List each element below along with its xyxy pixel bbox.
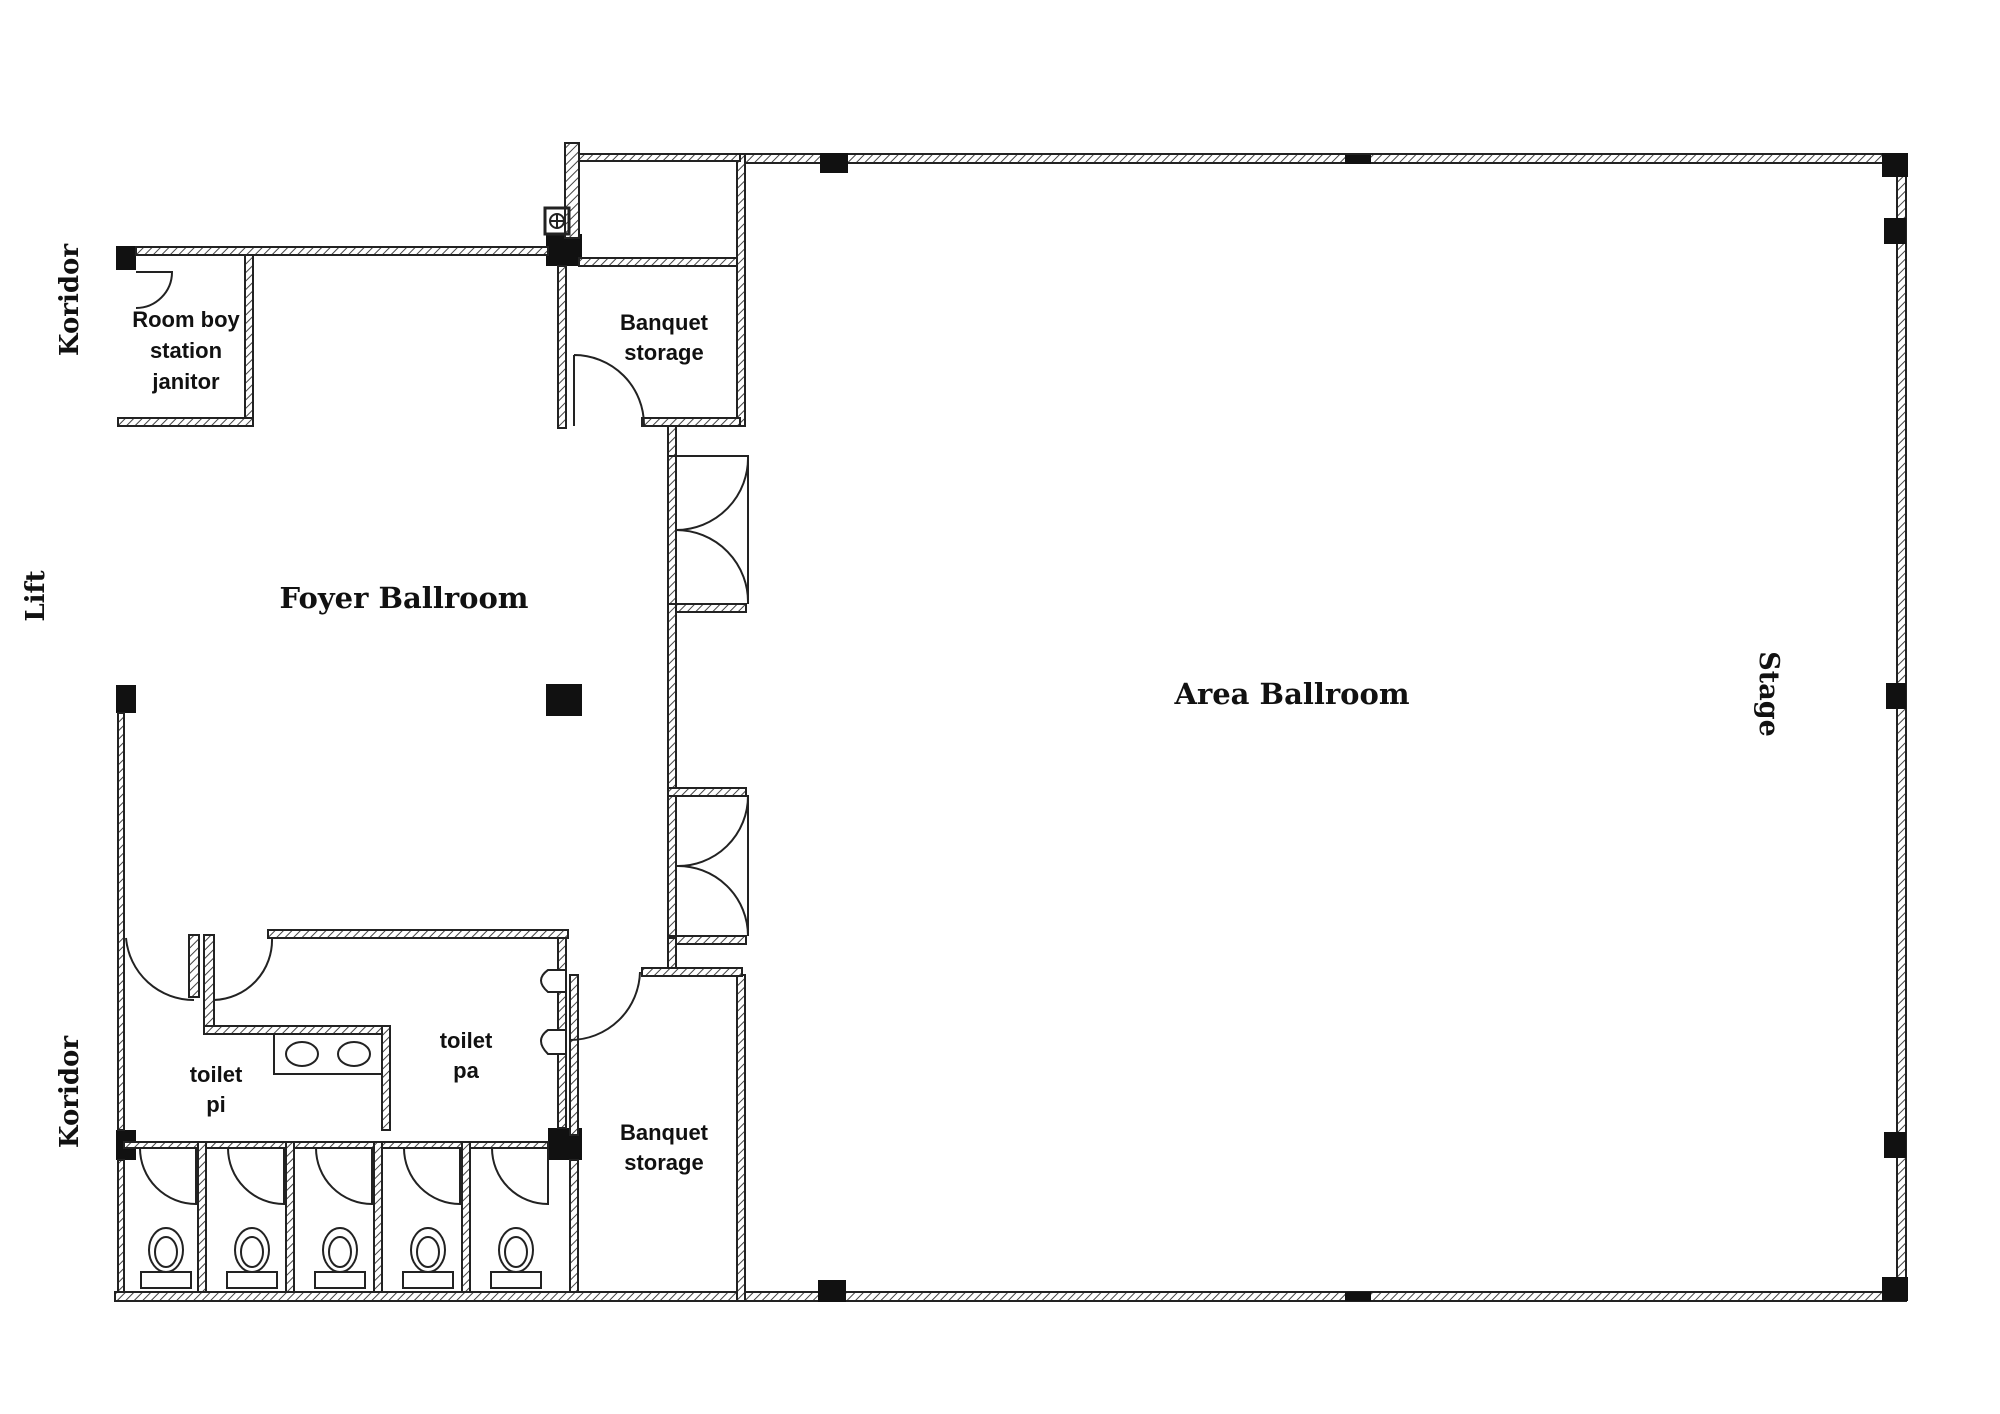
- toilet-pi-label-2: pi: [206, 1092, 226, 1117]
- west-walls: [117, 712, 125, 1293]
- banquet-top-label-1: Banquet: [620, 310, 709, 335]
- columns: [116, 153, 1908, 1302]
- toilet-bowls: [140, 1227, 542, 1289]
- room-boy-label-1: Room boy: [132, 307, 240, 332]
- toilet-pa-label-2: pa: [453, 1058, 479, 1083]
- foyer-ballroom-label: Foyer Ballroom: [279, 581, 528, 615]
- room-boy-label-3: janitor: [151, 369, 220, 394]
- area-ballroom-label: Area Ballroom: [1173, 677, 1409, 711]
- banquet-storage-top-door[interactable]: [573, 354, 645, 426]
- banquet-bottom-label-2: storage: [624, 1150, 703, 1175]
- toilet-pi-label-1: toilet: [190, 1062, 243, 1087]
- room-boy-label-2: station: [150, 338, 222, 363]
- sink-counter: [273, 1033, 383, 1075]
- ballroom-doors[interactable]: [667, 455, 750, 945]
- toilet-doors[interactable]: [125, 937, 641, 1206]
- urinals: [540, 969, 567, 1055]
- stage-label: Stage: [1753, 651, 1784, 737]
- toilet-pa-label-1: toilet: [440, 1028, 493, 1053]
- koridor-top-label: Koridor: [55, 244, 85, 356]
- room-boy-door[interactable]: [135, 271, 174, 309]
- lift-label: Lift: [21, 570, 51, 621]
- koridor-bottom-label: Koridor: [55, 1036, 85, 1148]
- north-wing-walls: [117, 142, 741, 457]
- banquet-bottom-label-1: Banquet: [620, 1120, 709, 1145]
- banquet-top-label-2: storage: [624, 340, 703, 365]
